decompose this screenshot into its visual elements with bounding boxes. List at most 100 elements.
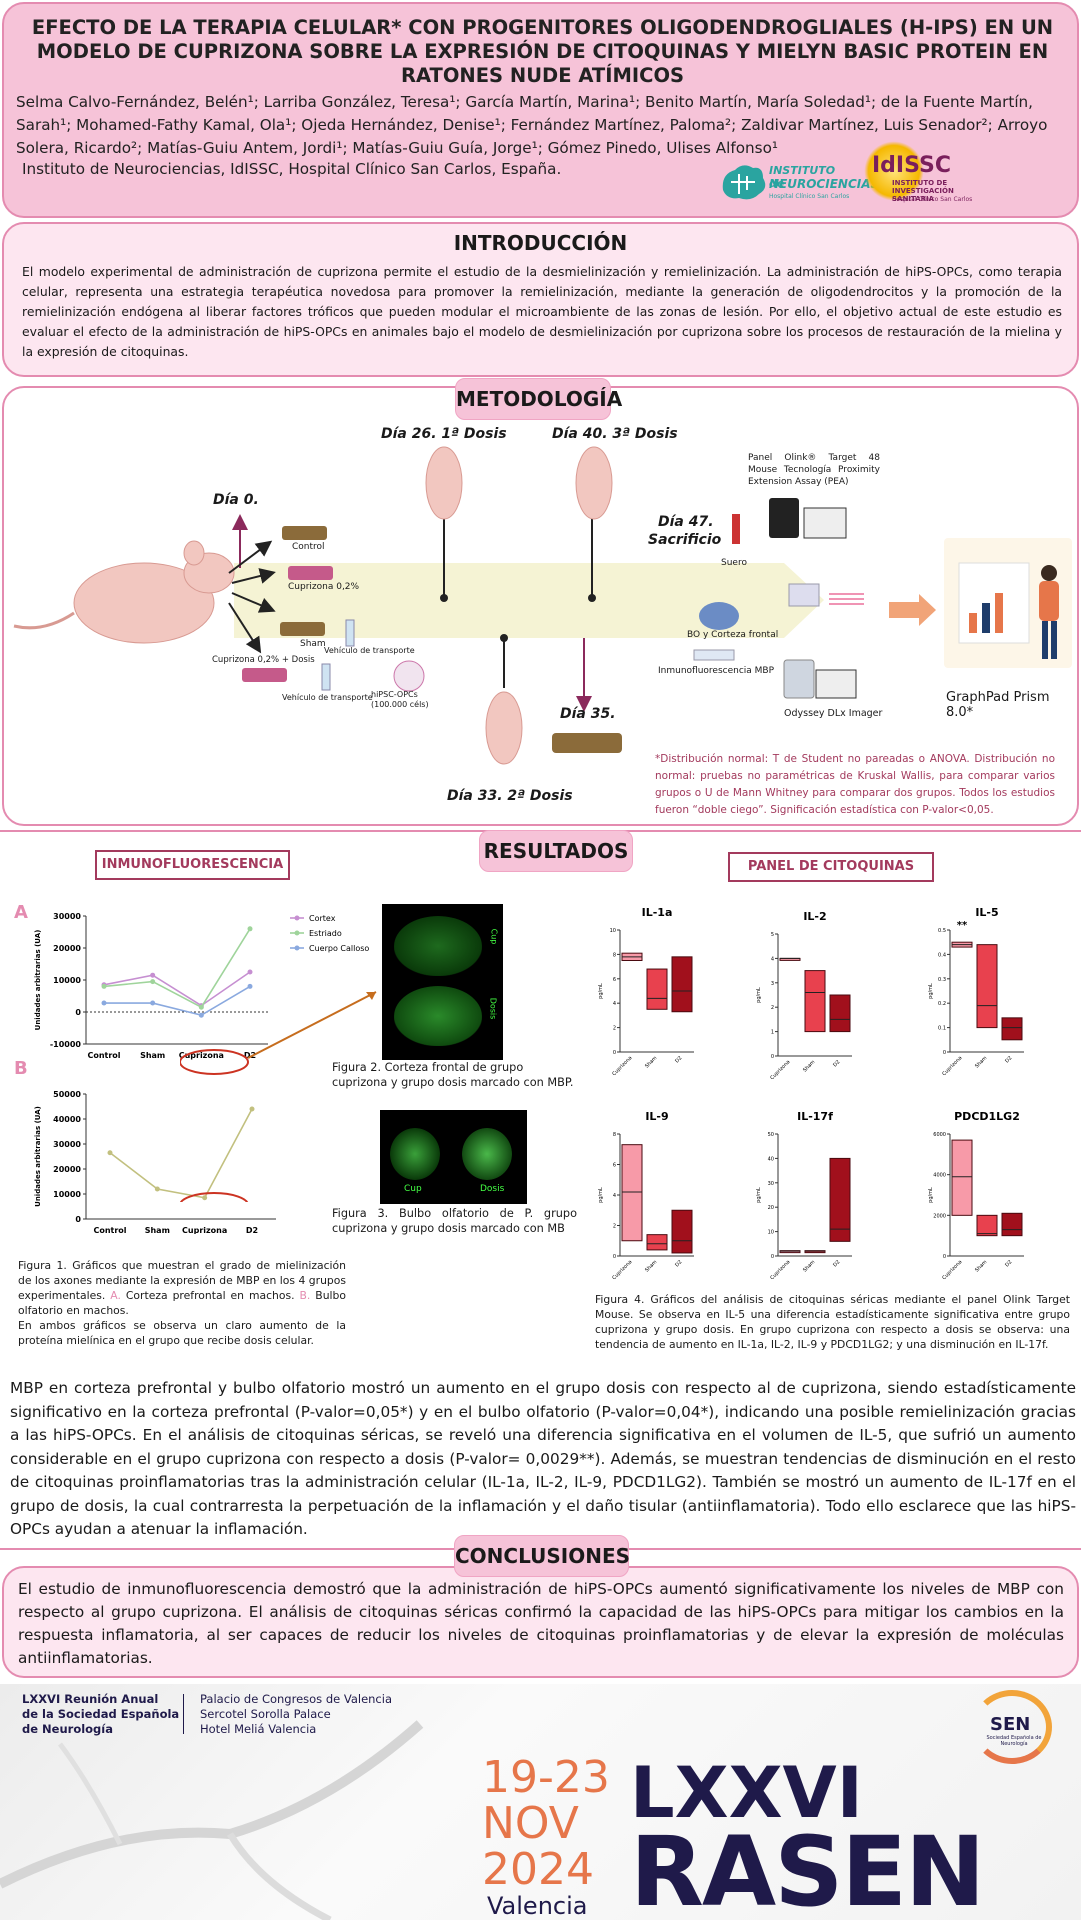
y-tick-label: 0	[613, 1050, 616, 1056]
footer-banner: LXXVI Reunión Anual de la Sociedad Españ…	[0, 1684, 1081, 1920]
bulbo-micrograph: Cup Dosis	[380, 1110, 527, 1204]
range-bar	[621, 1144, 643, 1242]
y-axis-label: pg/mL	[756, 1187, 762, 1203]
x-tick-label: Sham	[802, 1059, 816, 1073]
legend-label: Cuerpo Calloso	[309, 944, 369, 953]
chart-title: IL-5	[975, 906, 998, 919]
y-axis-label: pg/mL	[928, 1187, 934, 1203]
slide-icon	[693, 649, 735, 661]
stats-note: *Distribución normal: T de Student no pa…	[655, 753, 1055, 816]
chart-title: IL-1a	[642, 906, 673, 919]
fig2-caption: Figura 2. Corteza frontal de grupo cupri…	[332, 1061, 574, 1089]
meeting-line3: de Neurología	[22, 1722, 113, 1736]
event-roman: LXXVI	[630, 1752, 863, 1834]
poster-title: EFECTO DE LA TERAPIA CELULAR* CON PROGEN…	[31, 16, 1054, 87]
methodology-panel: METODOLOGÍA Día 26. 1ª Dosis Día 40. 3ª …	[2, 378, 1079, 826]
x-tick-label: D2	[246, 1226, 258, 1234]
brain-logo-icon	[722, 165, 766, 200]
data-point	[150, 1000, 156, 1006]
y-tick-label: 30000	[53, 1140, 81, 1149]
y-tick-label: 0	[943, 1254, 946, 1260]
timeline-band	[234, 563, 824, 638]
methodology-diagram	[13, 446, 1072, 765]
legend-marker	[294, 930, 300, 936]
data-point	[247, 926, 253, 932]
y-tick-label: -10000	[50, 1040, 82, 1049]
y-tick-label: 50	[768, 1132, 774, 1138]
serum-tube-icon	[732, 514, 740, 544]
x-tick-label: D2	[674, 1259, 683, 1268]
x-tick-label: D2	[674, 1055, 683, 1064]
intro-text: El modelo experimental de administración…	[22, 264, 1062, 359]
range-bar	[976, 944, 998, 1029]
series-line	[104, 985, 251, 1017]
venue-line3: Hotel Meliá Valencia	[200, 1722, 317, 1736]
tube-icon	[321, 663, 331, 691]
conclusions-panel: El estudio de inmunofluorescencia demost…	[2, 1566, 1079, 1678]
x-tick-label: Cuprizona	[179, 1051, 224, 1060]
y-tick-label: 8	[613, 952, 616, 958]
x-tick-label: D2	[832, 1259, 841, 1268]
y-tick-label: 30	[768, 1181, 774, 1187]
food-pellets-icon	[282, 526, 327, 540]
x-tick-label: Sham	[644, 1259, 658, 1273]
authors: Selma Calvo-Fernández, Belén¹; Larriba G…	[16, 93, 1048, 157]
brain-tissue-icon	[699, 602, 739, 630]
x-tick-label: D2	[832, 1059, 841, 1068]
event-rasen: RASEN	[630, 1816, 985, 1928]
cuprizona-pellets-icon	[242, 668, 287, 682]
range-bar	[646, 968, 668, 1010]
y-tick-label: 20000	[53, 944, 81, 953]
data-point	[202, 1195, 208, 1201]
y-axis-label: pg/mL	[756, 987, 762, 1003]
label-a: A	[14, 902, 28, 923]
chart-title: IL-9	[645, 1110, 668, 1123]
y-tick-label: 30000	[53, 912, 81, 921]
y-axis-label: Unidades arbitrarias (UA)	[34, 930, 42, 1031]
x-tick-label: Cuprizona	[769, 1059, 791, 1081]
y-tick-label: 6	[613, 977, 616, 983]
day40-label: Día 40. 3ª Dosis	[552, 426, 678, 442]
day26-label: Día 26. 1ª Dosis	[381, 426, 507, 442]
x-tick-label: Cuprizona	[941, 1055, 963, 1077]
data-point	[101, 1000, 107, 1006]
affiliation: Instituto de Neurociencias, IdISSC, Hosp…	[22, 160, 562, 178]
inmuno-label: Inmunofluorescencia MBP	[658, 666, 775, 676]
mouse-icon	[13, 540, 235, 644]
idissc-logo: IdISSC INSTITUTO DE INVESTIGACIÓN SANITA…	[864, 141, 984, 211]
y-tick-label: 10000	[53, 1190, 81, 1199]
sham-label: Sham	[300, 639, 326, 649]
y-tick-label: 0	[771, 1054, 774, 1060]
y-tick-label: 20000	[53, 1165, 81, 1174]
cuprizona-label: Cuprizona 0,2%	[288, 582, 360, 592]
meeting-line1: LXXVI Reunión Anual	[22, 1692, 159, 1706]
chart-title: PDCD1LG2	[954, 1110, 1020, 1123]
x-tick-label: Cuprizona	[769, 1259, 791, 1281]
legend-marker	[294, 915, 300, 921]
data-point	[154, 1186, 160, 1192]
y-tick-label: 8	[613, 1132, 616, 1138]
odyssey-label: Odyssey DLx Imager	[784, 708, 883, 719]
x-tick-label: Sham	[140, 1051, 165, 1060]
results-title: RESULTADOS	[479, 830, 633, 872]
y-tick-label: 10	[768, 1230, 774, 1236]
y-axis-label: pg/mL	[928, 983, 934, 999]
day47-label: Día 47.	[658, 514, 714, 530]
y-tick-label: 4000	[933, 1173, 946, 1179]
legend-label: Cortex	[309, 914, 336, 923]
cortex-micrograph: Cup Dosis	[382, 904, 503, 1060]
header-panel: EFECTO DE LA TERAPIA CELULAR* CON PROGEN…	[2, 2, 1079, 218]
y-tick-label: 4	[771, 956, 774, 962]
day33-label: Día 33. 2ª Dosis	[447, 788, 573, 804]
y-tick-label: 0	[75, 1215, 81, 1224]
monitor-icon	[803, 507, 847, 539]
y-tick-label: 0.2	[938, 1001, 946, 1007]
results-panel: RESULTADOS INMUNOFLUORESCENCIA PANEL DE …	[0, 830, 1081, 1550]
y-tick-label: 20	[768, 1205, 774, 1211]
label-b: B	[14, 1058, 28, 1079]
x-tick-label: Sham	[974, 1259, 988, 1273]
y-tick-label: 2	[613, 1026, 616, 1032]
